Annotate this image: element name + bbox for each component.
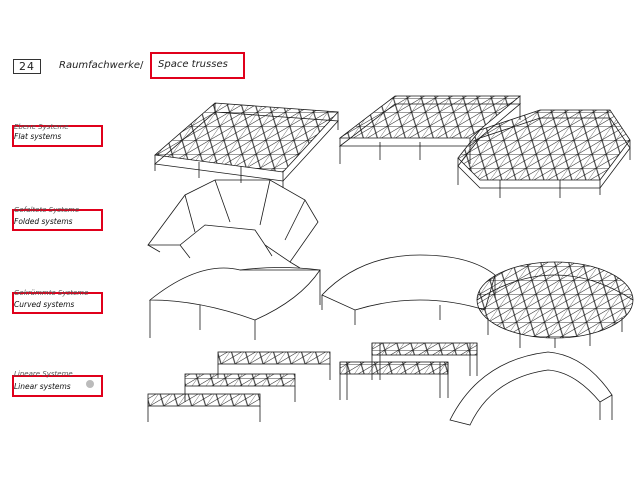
flat-truss-stepped	[338, 95, 522, 164]
category-label-english: Folded systems	[14, 217, 73, 226]
linear-truss-portals	[339, 342, 478, 400]
category-highlight-box	[12, 125, 103, 147]
title-highlight-box	[150, 52, 245, 79]
folded-truss	[147, 179, 319, 269]
category-flat: Ebene Systeme Flat systems	[12, 122, 103, 148]
curved-truss-vault	[321, 254, 496, 325]
category-label-german: Ebene Systeme	[14, 123, 69, 131]
flat-truss-grid	[154, 102, 339, 188]
category-highlight-box	[12, 375, 103, 397]
category-curved: Gekrümmte Systeme Curved systems	[12, 288, 103, 316]
category-linear: Lineare Systeme Linear systems	[12, 369, 103, 397]
linear-truss-beams	[147, 351, 331, 422]
category-folded: Gefaltete Systeme Folded systems	[12, 205, 103, 233]
smudge-mark	[86, 380, 94, 388]
category-label-english: Flat systems	[14, 132, 62, 141]
curved-truss-barrel	[148, 267, 321, 340]
category-label-german: Gekrümmte Systeme	[14, 289, 89, 297]
category-label-english: Curved systems	[14, 300, 75, 309]
title-german: Raumfachwerke	[59, 60, 141, 71]
title-separator: /	[140, 60, 144, 71]
flat-truss-hexagonal	[457, 109, 631, 198]
category-highlight-box	[12, 209, 103, 231]
title-english: Space trusses	[158, 59, 228, 70]
page-number: 24	[13, 59, 41, 74]
category-label-english: Linear systems	[14, 382, 71, 391]
category-label-german: Gefaltete Systeme	[14, 206, 80, 214]
linear-truss-arch	[449, 351, 613, 426]
curved-truss-dome	[476, 261, 634, 348]
category-label-german: Lineare Systeme	[14, 370, 73, 378]
category-highlight-box	[12, 292, 103, 314]
